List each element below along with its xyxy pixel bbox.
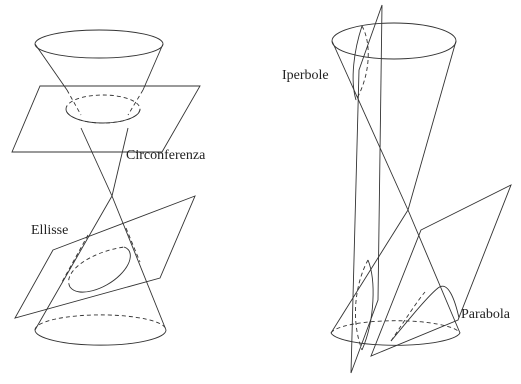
left-cone-lower-side-a — [34, 195, 113, 331]
left-cone-line-to-apex-b — [111, 127, 129, 197]
left-cone-upper-inner-right — [127, 89, 144, 116]
label-iperbole: Iperbole — [282, 68, 329, 83]
right-cone-lower-side-left — [330, 209, 409, 334]
left-cone-line-to-apex-a — [80, 127, 113, 197]
left-cone-upper-side-left — [34, 43, 68, 91]
hyperbola-upper-branch-back — [355, 25, 369, 101]
right-cone-bottom-rim-front — [330, 332, 461, 346]
parabola-cutting-plane-group — [370, 184, 512, 357]
tilted-cutting-plane — [14, 195, 196, 319]
left-cone-hidden-side-b — [125, 227, 141, 263]
horizontal-cutting-plane — [11, 85, 201, 153]
hyperbola-lower-branch-front — [361, 259, 374, 351]
hyperbola-upper-branch-front — [352, 25, 363, 101]
label-ellisse: Ellisse — [31, 223, 69, 238]
left-double-cone — [34, 29, 167, 346]
left-cone-top-rim — [34, 29, 164, 59]
ellipse-section-front — [69, 246, 131, 293]
parabola-curve-front — [390, 285, 460, 342]
left-cone-lower-side-b — [111, 195, 167, 331]
hyperbola-lower-branch-back — [355, 259, 369, 351]
right-cone-upper-side-left — [331, 40, 409, 211]
parabola-cutting-plane — [370, 184, 512, 357]
ellipse-section-back — [68, 246, 125, 288]
right-cone-top-rim — [331, 22, 457, 60]
right-cone-upper-side-right — [407, 40, 457, 211]
ellipse-cutting-plane-group — [14, 195, 196, 319]
label-parabola: Parabola — [461, 307, 510, 322]
right-cone-bottom-rim-back — [330, 320, 461, 334]
left-cone-bottom-rim-front — [34, 329, 167, 346]
left-cone-hidden-side-a — [61, 234, 89, 283]
label-circonferenza: Circonferenza — [126, 148, 206, 163]
left-cone-bottom-rim-back — [34, 314, 167, 331]
circle-cutting-plane-group — [11, 85, 201, 153]
circumference-section-front — [65, 108, 141, 124]
vertical-cutting-plane — [350, 4, 383, 374]
right-double-cone — [330, 22, 461, 346]
left-cone-upper-inner-left — [66, 89, 82, 116]
right-cone-lower-side-right — [407, 209, 461, 334]
parabola-curve-back — [390, 291, 426, 342]
left-cone-upper-side-right — [142, 43, 164, 91]
hyperbola-cutting-plane-group — [350, 4, 383, 374]
